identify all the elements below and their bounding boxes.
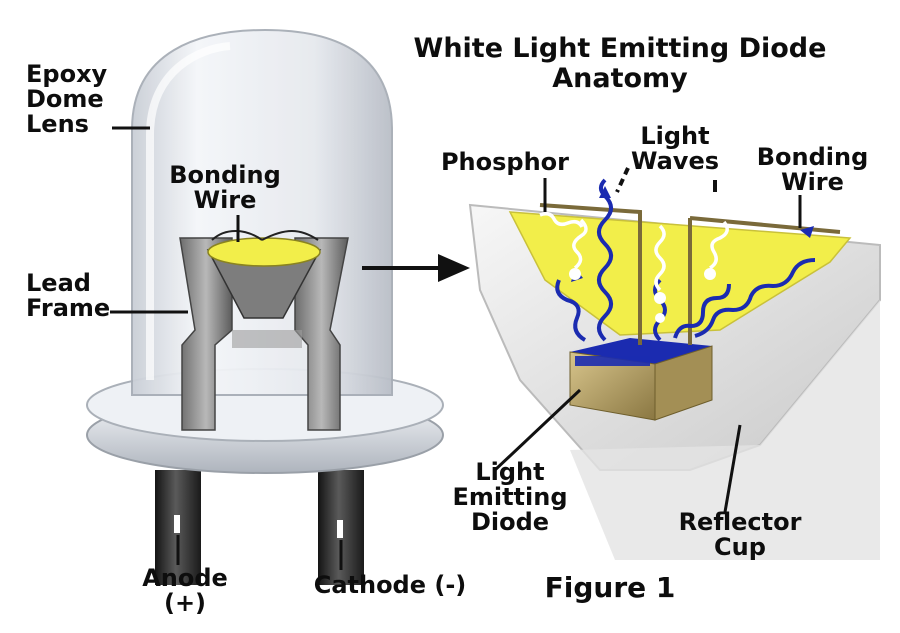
label-epoxy-dome-lens: Epoxy Dome Lens bbox=[26, 60, 108, 138]
label-light-emitting-diode: Light Emitting Diode bbox=[452, 458, 568, 536]
label-anode: Anode (+) bbox=[142, 564, 228, 617]
cutaway-detail bbox=[468, 167, 881, 560]
chip-side bbox=[654, 345, 713, 421]
label-light-waves: Light Waves bbox=[630, 122, 720, 175]
zoom-arrow bbox=[362, 254, 470, 282]
mini-bonding-wire bbox=[211, 230, 319, 241]
packaged-led bbox=[86, 28, 444, 585]
label-lead-frame: Lead Frame bbox=[26, 269, 111, 322]
light-wave-white-1 bbox=[654, 224, 666, 292]
label-bonding-wire-right: Bonding Wire bbox=[756, 143, 869, 196]
label-bonding-wire-left: Bonding Wire bbox=[169, 161, 281, 214]
label-phosphor: Phosphor bbox=[440, 148, 570, 176]
figure-caption: Figure 1 bbox=[544, 571, 676, 604]
phosphor-fill bbox=[508, 211, 852, 336]
label-reflector-cup: Reflector Cup bbox=[678, 508, 802, 561]
chip-top bbox=[570, 338, 712, 364]
light-wave-blue-5 bbox=[653, 278, 667, 342]
light-wave-white-3 bbox=[709, 220, 729, 270]
light-wave-white-4 bbox=[539, 211, 584, 228]
light-wave-blue-3 bbox=[673, 283, 731, 339]
light-wave-blue-1 bbox=[597, 178, 613, 342]
light-wave-blue-2 bbox=[555, 279, 587, 342]
light-wave-white-2 bbox=[572, 218, 588, 270]
bonding-wire-left bbox=[539, 203, 642, 345]
bonding-wire-right bbox=[688, 216, 841, 345]
label-cathode: Cathode (-) bbox=[313, 571, 467, 599]
mini-phosphor bbox=[207, 237, 321, 267]
light-wave-blue-4 bbox=[694, 258, 816, 338]
diagram-title: White Light Emitting Diode Anatomy bbox=[413, 33, 827, 94]
